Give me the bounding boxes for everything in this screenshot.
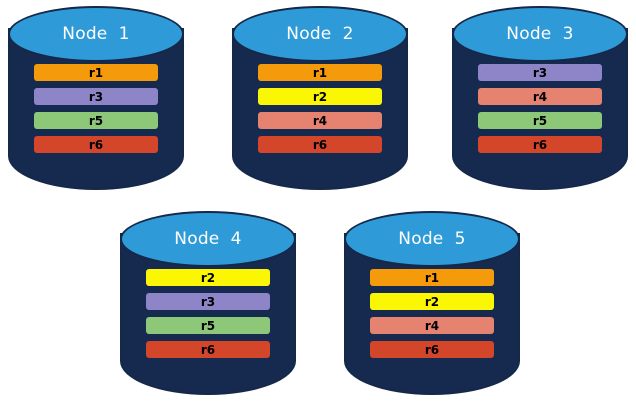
replica-bar[interactable]: r2 bbox=[146, 269, 270, 286]
replica-bar[interactable]: r2 bbox=[370, 293, 494, 310]
replica-bar[interactable]: r4 bbox=[258, 112, 382, 129]
replica-list: r3 r4 r5 r6 bbox=[452, 64, 628, 153]
replica-bar[interactable]: r1 bbox=[258, 64, 382, 81]
replica-bar[interactable]: r6 bbox=[34, 136, 158, 153]
replica-bar[interactable]: r6 bbox=[258, 136, 382, 153]
replica-list: r1 r2 r4 r6 bbox=[232, 64, 408, 153]
node-top-disc bbox=[232, 6, 408, 62]
replica-bar[interactable]: r2 bbox=[258, 88, 382, 105]
replica-bar[interactable]: r4 bbox=[478, 88, 602, 105]
replica-list: r2 r3 r5 r6 bbox=[120, 269, 296, 358]
replica-bar[interactable]: r3 bbox=[478, 64, 602, 81]
replica-bar[interactable]: r6 bbox=[478, 136, 602, 153]
node-top-disc bbox=[452, 6, 628, 62]
replica-bar[interactable]: r5 bbox=[146, 317, 270, 334]
replica-bar[interactable]: r1 bbox=[370, 269, 494, 286]
replica-bar[interactable]: r4 bbox=[370, 317, 494, 334]
replica-bar[interactable]: r1 bbox=[34, 64, 158, 81]
replica-bar[interactable]: r5 bbox=[34, 112, 158, 129]
node-top-disc bbox=[8, 6, 184, 62]
replica-bar[interactable]: r5 bbox=[478, 112, 602, 129]
replica-bar[interactable]: r3 bbox=[146, 293, 270, 310]
replica-bar[interactable]: r6 bbox=[370, 341, 494, 358]
replica-list: r1 r3 r5 r6 bbox=[8, 64, 184, 153]
replica-bar[interactable]: r3 bbox=[34, 88, 158, 105]
replica-list: r1 r2 r4 r6 bbox=[344, 269, 520, 358]
node-top-disc bbox=[344, 211, 520, 267]
node-top-disc bbox=[120, 211, 296, 267]
replica-bar[interactable]: r6 bbox=[146, 341, 270, 358]
